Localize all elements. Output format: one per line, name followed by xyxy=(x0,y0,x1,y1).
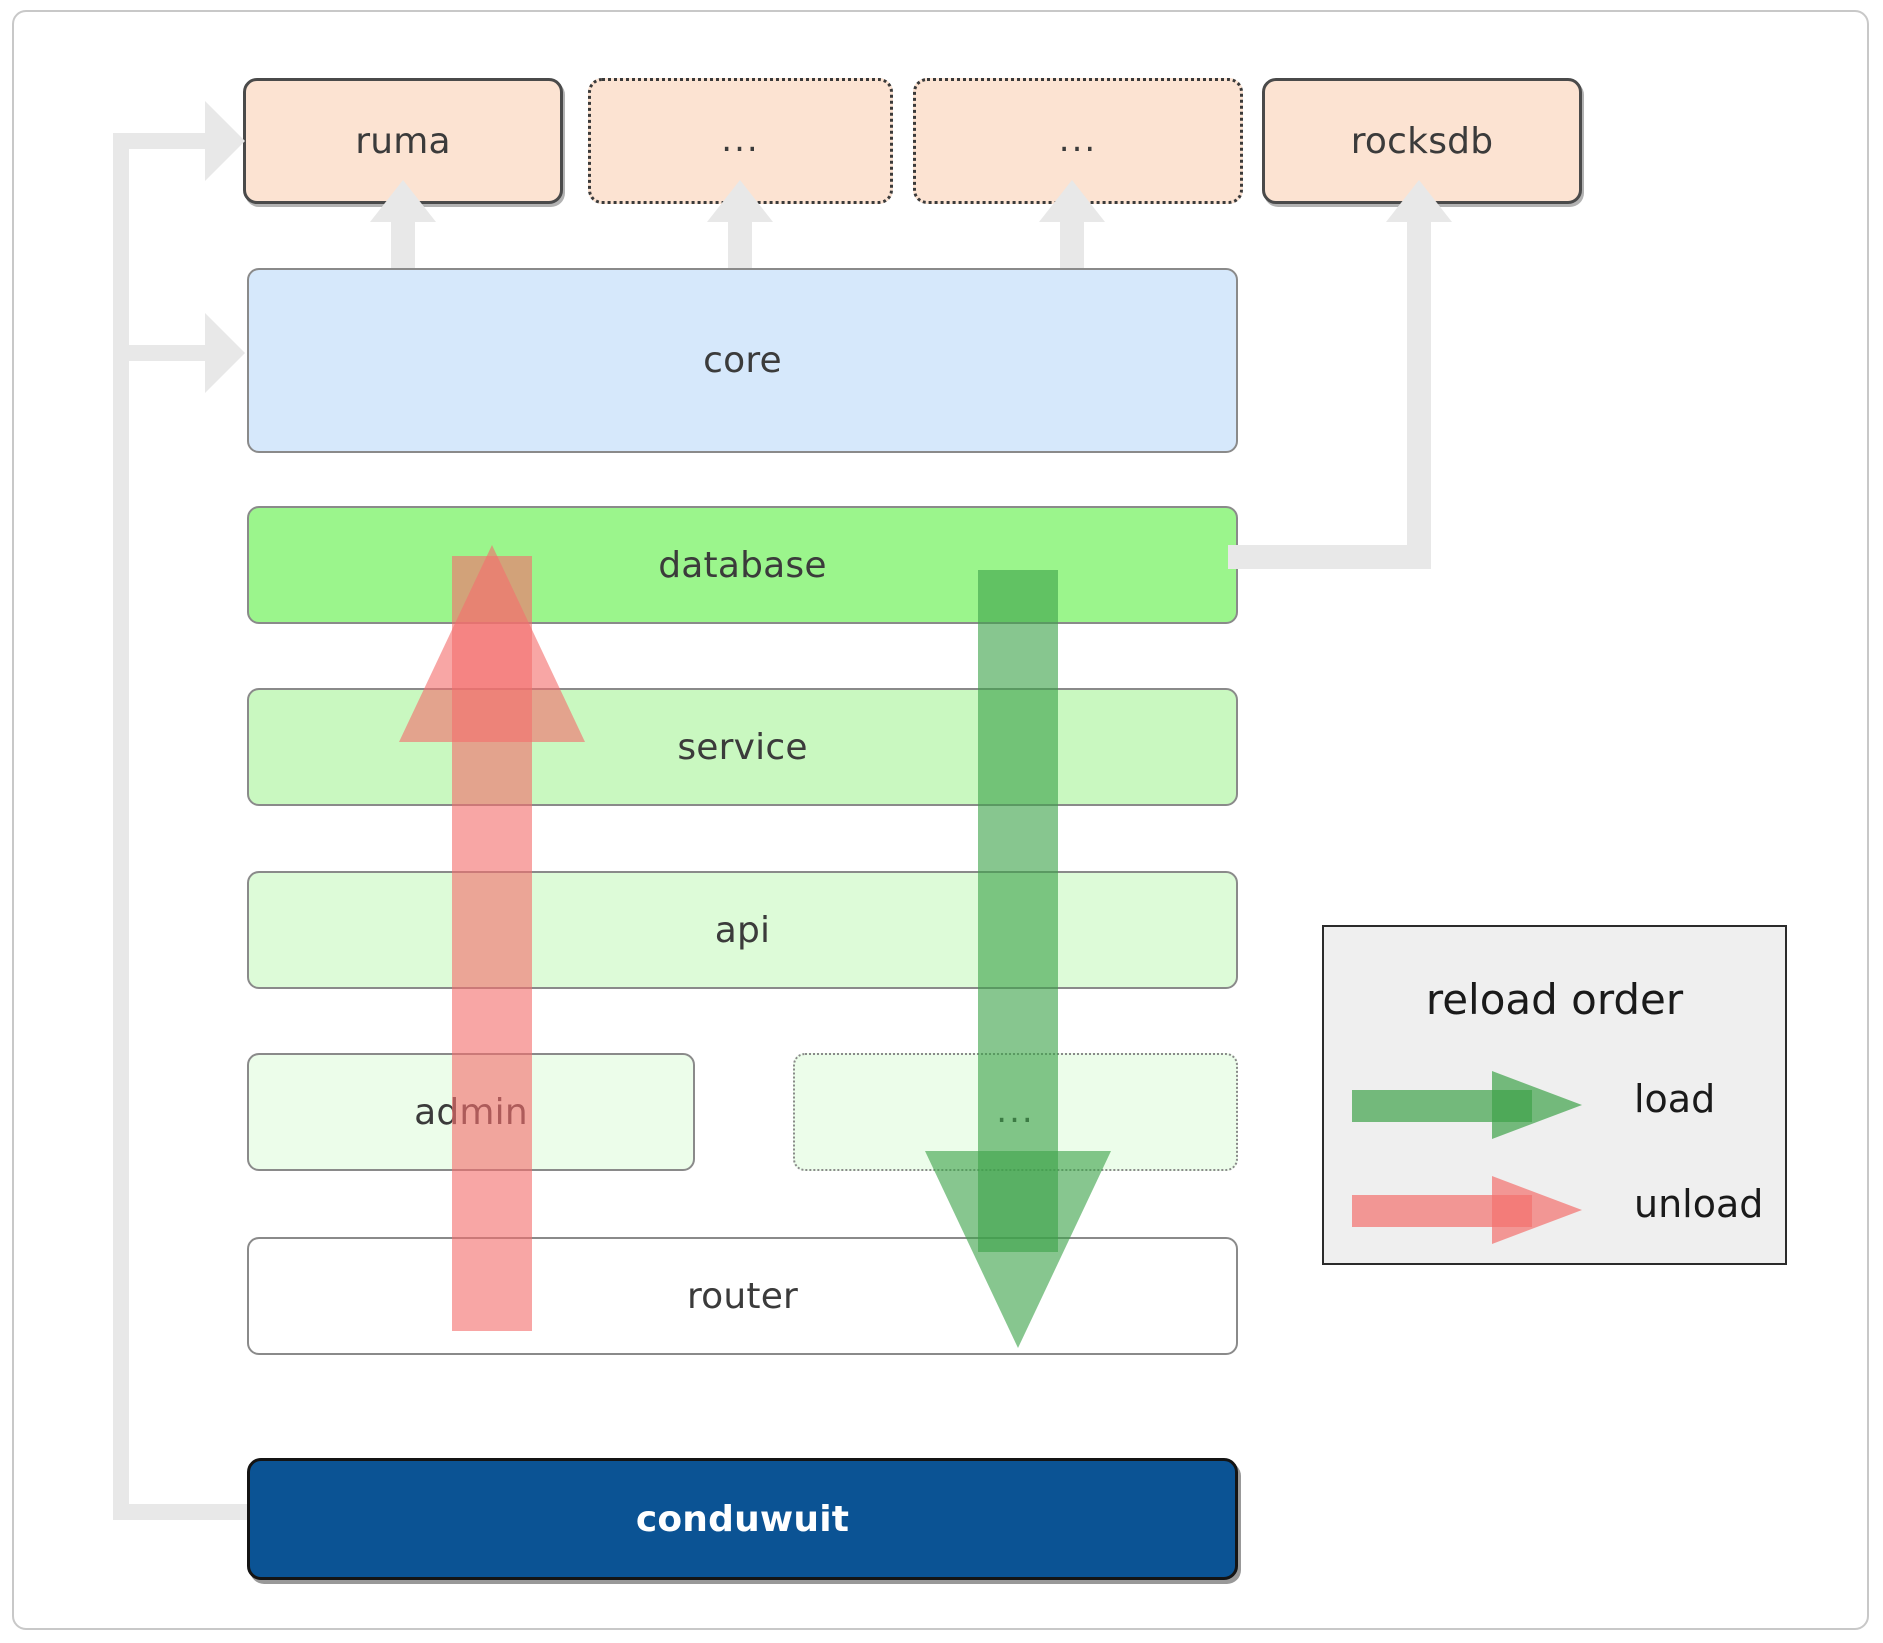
layer-database-label: database xyxy=(658,544,827,586)
layer-core-label: core xyxy=(703,340,782,381)
legend-label-unload: unload xyxy=(1634,1182,1764,1226)
diagram-frame xyxy=(12,10,1869,1630)
layer-api-label: api xyxy=(714,909,771,951)
layer-router[interactable]: router xyxy=(247,1237,1238,1355)
layer-service-label: service xyxy=(677,726,808,768)
root-conduwuit-label: conduwuit xyxy=(635,1498,850,1540)
crate-ruma-label: ruma xyxy=(355,120,451,162)
legend-unload-arrow-icon xyxy=(1352,1176,1582,1244)
layer-more[interactable]: ... xyxy=(793,1053,1238,1171)
legend-title: reload order xyxy=(1425,975,1684,1024)
layer-more-label: ... xyxy=(996,1091,1035,1132)
crate-ellipsis-1-label: ... xyxy=(721,120,760,161)
layer-admin[interactable]: admin xyxy=(247,1053,695,1171)
legend-reload-order: reload order load unload xyxy=(1322,925,1787,1265)
layer-admin-label: admin xyxy=(414,1091,528,1133)
crate-ellipsis-2-label: ... xyxy=(1058,120,1098,161)
crate-rocksdb[interactable]: rocksdb xyxy=(1262,78,1582,204)
crate-ruma[interactable]: ruma xyxy=(243,78,563,204)
layer-service[interactable]: service xyxy=(247,688,1238,806)
root-conduwuit[interactable]: conduwuit xyxy=(247,1458,1238,1580)
crate-ellipsis-2[interactable]: ... xyxy=(913,78,1243,204)
crate-ellipsis-1[interactable]: ... xyxy=(588,78,893,204)
crate-rocksdb-label: rocksdb xyxy=(1350,120,1494,162)
layer-router-label: router xyxy=(686,1275,799,1317)
legend-label-load: load xyxy=(1634,1077,1716,1121)
layer-core[interactable]: core xyxy=(247,268,1238,453)
legend-load-arrow-icon xyxy=(1352,1071,1582,1139)
layer-api[interactable]: api xyxy=(247,871,1238,989)
layer-database[interactable]: database xyxy=(247,506,1238,624)
